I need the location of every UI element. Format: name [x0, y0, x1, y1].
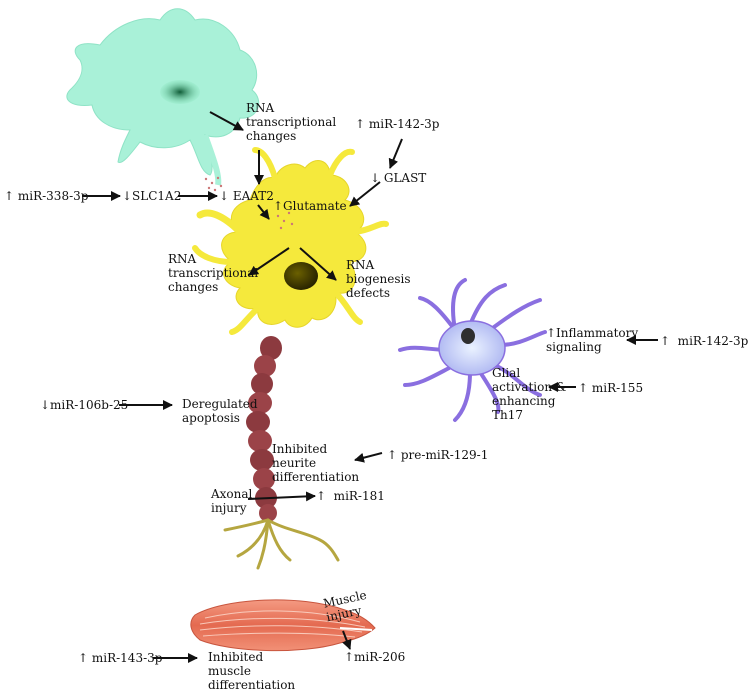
label-muscle-diff: Inhibited muscle differentiation: [208, 650, 296, 692]
arrow-injury-to-mir206: [342, 630, 352, 650]
neuron-body: [192, 147, 389, 335]
label-mir181: ↑ miR-181: [316, 489, 385, 503]
label-inflammatory: ↑Inflammatory signaling: [546, 326, 639, 354]
label-apoptosis: Deregulated apoptosis: [182, 397, 258, 425]
label-mir206: ↑miR-206: [344, 650, 406, 664]
label-mir338: ↑ miR-338-3p: [4, 189, 89, 203]
arrow-axonal-to-mir181: [247, 491, 316, 502]
arrow-neuron-to-rna-left: [248, 247, 290, 276]
label-neurite: Inhibited neurite differentiation: [272, 442, 360, 484]
microglia: [398, 278, 547, 422]
astrocyte-top: [66, 8, 260, 186]
arrow-glast-to-glutamate: [349, 181, 381, 207]
axon: [246, 336, 282, 522]
arrows: [82, 111, 658, 663]
muscle: [190, 599, 376, 652]
label-premir129: ↑ pre-miR-129-1: [387, 448, 489, 462]
arrow-premir129-to-neurite: [354, 452, 383, 463]
label-rna-transcriptional-top: RNA transcriptional changes: [246, 101, 337, 143]
label-mir143: ↑ miR-143-3p: [78, 651, 163, 665]
arrow-mir142-to-glast: [388, 138, 403, 169]
label-axonal: Axonal injury: [211, 487, 253, 515]
label-eaat2: ↓ EAAT2: [219, 189, 274, 203]
axon-terminal: [223, 518, 340, 570]
label-slc1a2: ↓SLC1A2: [122, 189, 182, 203]
label-mir142-top: ↑ miR-142-3p: [355, 117, 440, 131]
label-glast: ↓ GLAST: [370, 171, 427, 185]
arrow-neuron-to-biogenesis: [299, 247, 337, 281]
label-mir142-right: ↑ miR-142-3p: [660, 334, 748, 348]
vesicles: [204, 176, 294, 230]
label-rna-biogenesis: RNA biogenesis defects: [346, 258, 411, 300]
label-rna-transcriptional-left: RNA transcriptional changes: [168, 252, 259, 294]
label-mir155: ↑ miR-155: [578, 381, 644, 395]
label-mir106: ↓miR-106b-25: [40, 398, 129, 412]
arrow-eaat2-to-synapse: [257, 204, 270, 220]
arrow-astro-to-rna: [209, 111, 244, 131]
label-glial: Glial activation & enhancing Th17: [492, 366, 567, 422]
label-glutamate: ↑Glutamate: [273, 199, 347, 213]
